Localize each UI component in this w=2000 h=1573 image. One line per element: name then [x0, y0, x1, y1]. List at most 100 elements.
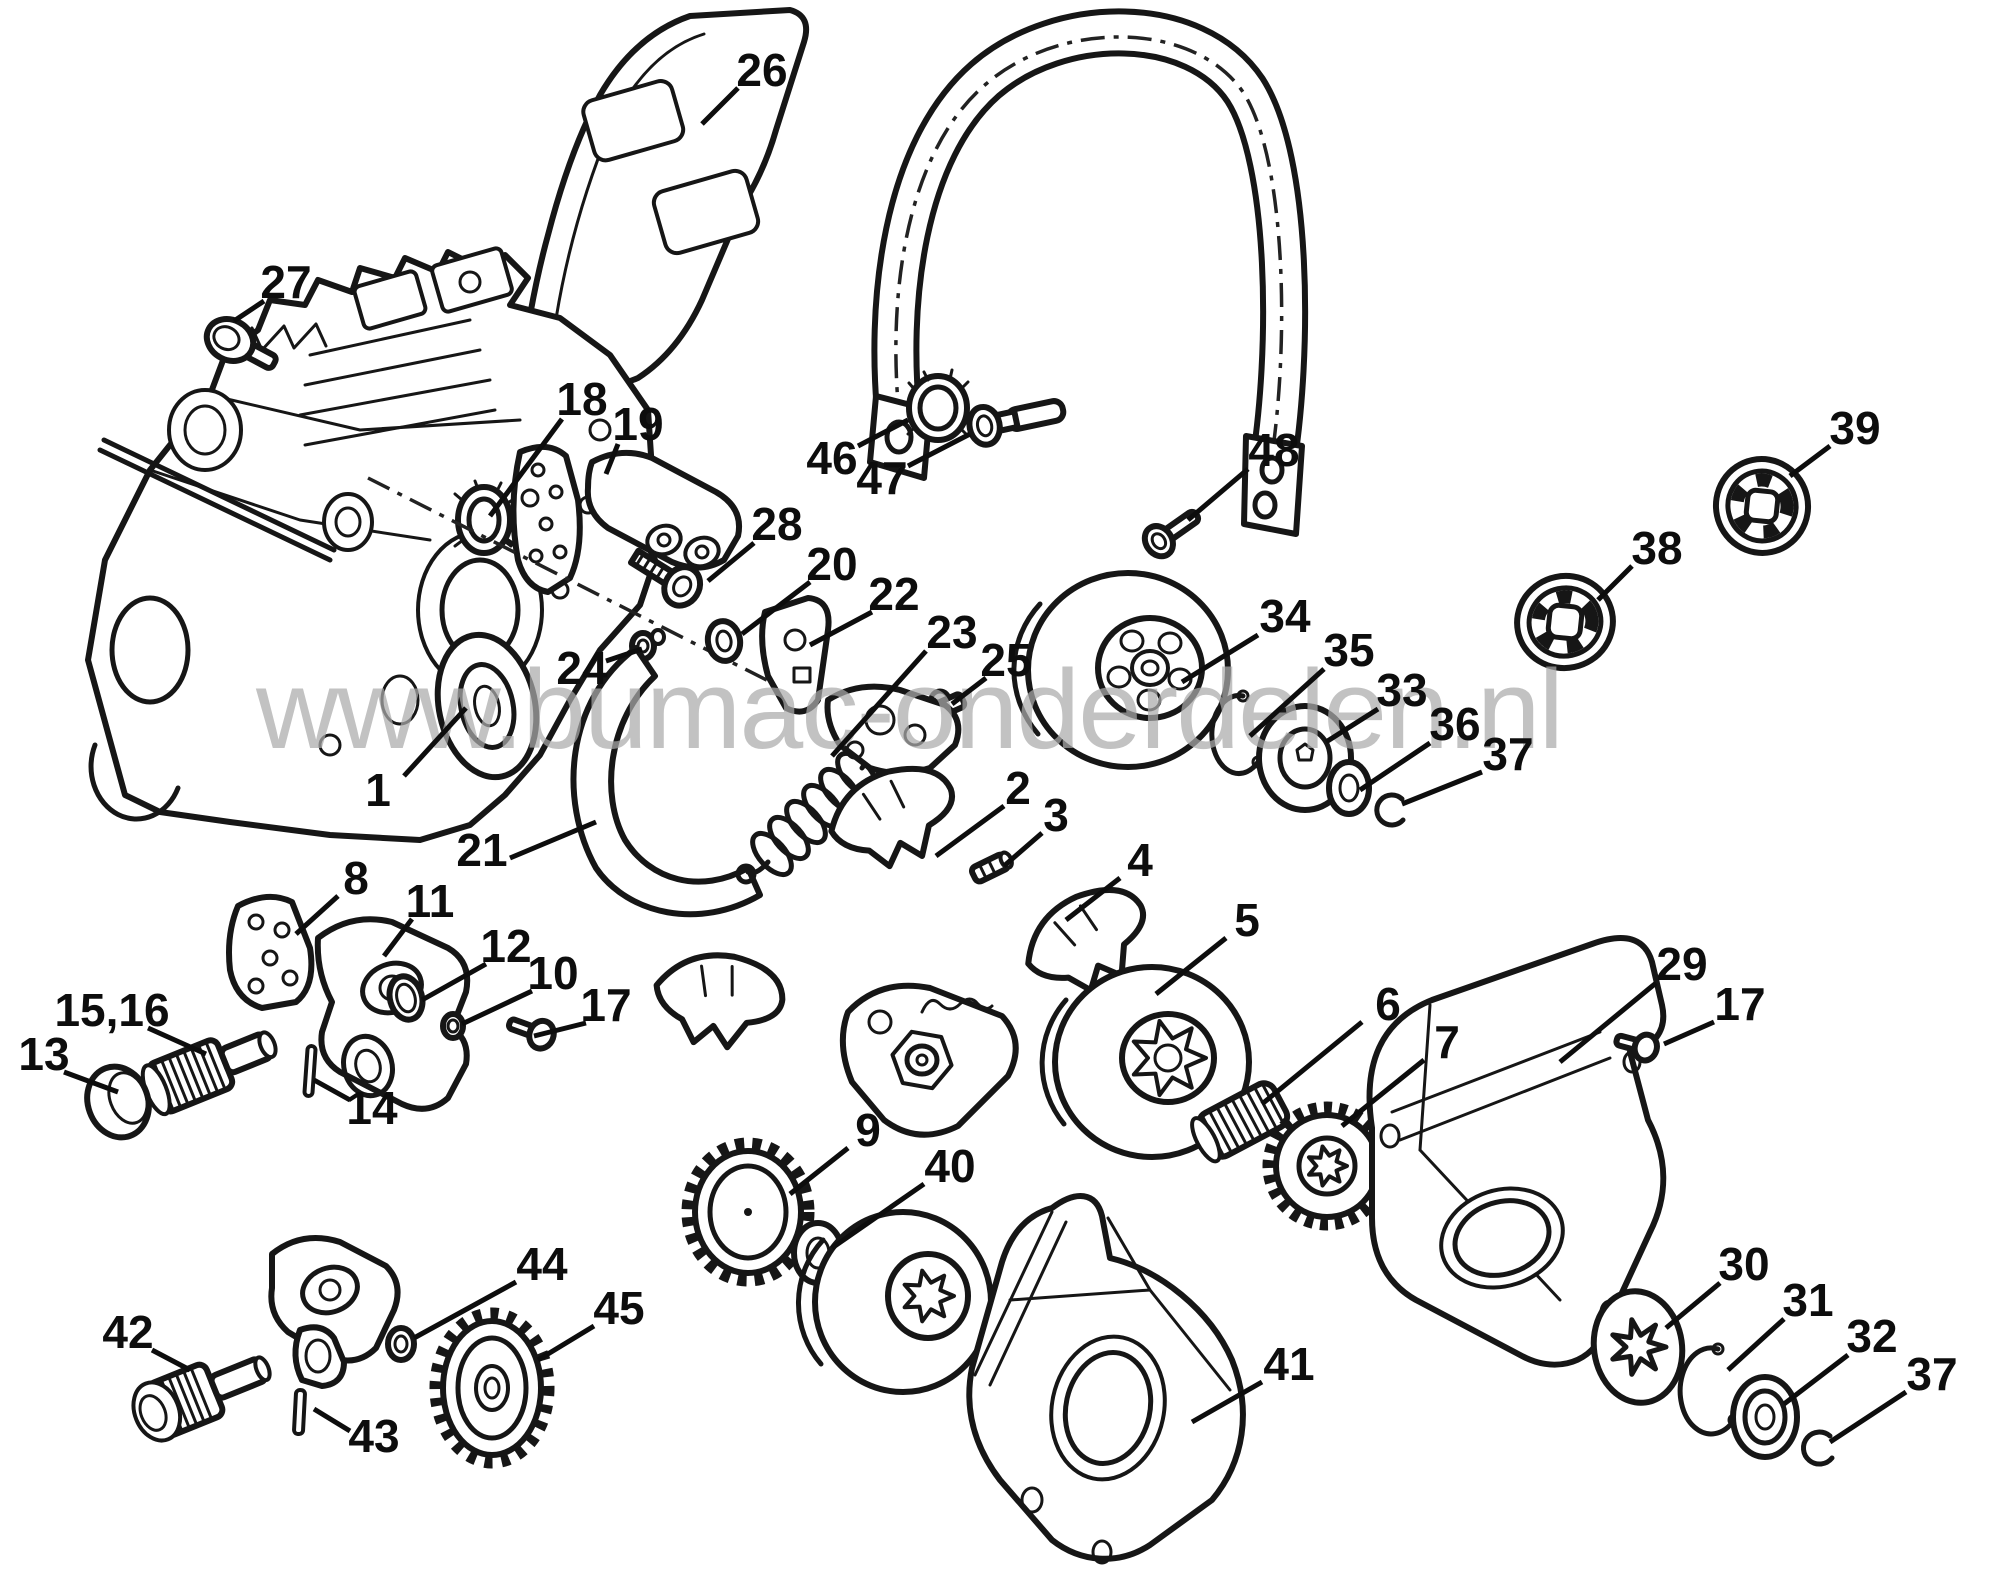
leader-line-23	[830, 649, 928, 758]
part-label-26: 26	[736, 44, 787, 96]
part-label-6: 6	[1375, 978, 1401, 1030]
clutch-shoe-left	[653, 952, 786, 1051]
leader-line-41	[1190, 1379, 1264, 1425]
leader-line-42	[150, 1347, 192, 1373]
bar-plate	[510, 443, 583, 595]
part-label-41: 41	[1263, 1338, 1314, 1390]
part-label-14: 14	[346, 1082, 398, 1134]
part-label-27: 27	[260, 256, 311, 308]
leader-line-8	[294, 894, 340, 936]
part-label-36: 36	[1429, 698, 1480, 750]
part-label-48: 48	[1248, 424, 1299, 476]
leader-line-11	[382, 917, 414, 958]
leader-line-24	[605, 646, 643, 664]
leader-line-3	[1002, 831, 1044, 868]
leader-line-45	[536, 1323, 596, 1363]
leader-line-12	[420, 961, 488, 1003]
part-label-10: 10	[527, 947, 578, 999]
spur-sprocket-9	[681, 1137, 815, 1287]
chain-guard-plate	[515, 7, 810, 528]
leader-line-6	[1260, 1020, 1364, 1106]
rim-drum	[795, 1209, 994, 1395]
leader-line-32	[1782, 1353, 1850, 1406]
leader-line-25	[950, 676, 988, 706]
part-label-19: 19	[612, 398, 663, 450]
ball-bearing-38	[1514, 572, 1616, 672]
leader-line-35	[1248, 667, 1326, 738]
part-label-20: 20	[806, 538, 857, 590]
sprocket-cover-29	[1366, 935, 1667, 1368]
leader-line-17	[1662, 1019, 1716, 1047]
parts-artwork	[84, 7, 1835, 1565]
leader-line-39	[1788, 444, 1832, 478]
part-label-7: 7	[1434, 1016, 1460, 1068]
part-label-12: 12	[480, 920, 531, 972]
part-label-42: 42	[102, 1306, 153, 1358]
leader-line-37	[1828, 1389, 1908, 1445]
part-label-3: 3	[1043, 789, 1069, 841]
brake-band	[570, 645, 763, 918]
part-label-45: 45	[593, 1282, 644, 1334]
front-handlebar	[867, 8, 1309, 537]
leader-line-19	[603, 443, 621, 475]
part-label-37: 37	[1906, 1348, 1957, 1400]
oil-pump-assembly	[84, 893, 557, 1141]
assembly-axis-line	[367, 476, 807, 702]
part-label-43: 43	[348, 1410, 399, 1462]
star-washer	[1590, 1288, 1686, 1406]
leader-line-4	[1064, 876, 1122, 922]
oiler-sprocket-45	[429, 1307, 555, 1469]
clutch-shoe-upper	[828, 765, 955, 870]
chain-tensioner	[759, 595, 832, 715]
part-label-17: 17	[580, 979, 631, 1031]
leader-line-2	[934, 803, 1006, 859]
leader-line-20	[740, 580, 812, 636]
washer-32	[1730, 1374, 1800, 1460]
part-label-38: 38	[1631, 522, 1682, 574]
hex-bolt	[627, 547, 704, 609]
part-label-29: 29	[1656, 938, 1707, 990]
leader-line-36	[1358, 740, 1432, 793]
part-label-18: 18	[556, 373, 607, 425]
leader-line-46	[856, 417, 910, 449]
leader-line-33	[1324, 706, 1380, 745]
leader-line-10	[460, 988, 534, 1027]
part-label-24: 24	[556, 642, 608, 694]
oil-pump-assembly-2	[131, 1235, 555, 1469]
leader-line-22	[808, 609, 874, 648]
part-label-25: 25	[980, 634, 1031, 686]
leader-line-31	[1726, 1317, 1786, 1372]
leader-line-38	[1596, 564, 1634, 602]
clutch-pin	[969, 850, 1014, 885]
part-label-31: 31	[1782, 1274, 1833, 1326]
ball-bearing-39	[1712, 456, 1812, 556]
part-label-2: 2	[1005, 762, 1031, 814]
part-label-8: 8	[343, 852, 369, 904]
leader-line-47	[906, 431, 972, 469]
part-label-5: 5	[1234, 894, 1260, 946]
part-label-34: 34	[1259, 590, 1311, 642]
leader-line-34	[1180, 632, 1260, 685]
part-label-13: 13	[18, 1028, 69, 1080]
part-label-35: 35	[1323, 624, 1374, 676]
part-label-1: 1	[365, 764, 391, 816]
leader-line-37	[1401, 769, 1483, 807]
part-label-22: 22	[868, 568, 919, 620]
clutch-drum-5	[1039, 964, 1252, 1160]
leader-line-44	[412, 1279, 518, 1341]
part-label-21: 21	[456, 824, 507, 876]
clutch-shoe-right	[1025, 887, 1147, 994]
washer-36	[1326, 759, 1372, 817]
leader-line-5	[1154, 936, 1228, 996]
leader-line-29	[1558, 981, 1658, 1064]
clutch-carrier-hub	[839, 982, 1019, 1138]
leader-line-1	[402, 706, 468, 778]
e-clip-lower	[1800, 1429, 1835, 1467]
brake-hub	[824, 683, 962, 776]
part-label-37: 37	[1482, 728, 1533, 780]
ring-nut	[906, 368, 970, 443]
part-label-15,16: 15,16	[54, 984, 169, 1036]
collar-screw	[203, 316, 279, 371]
leader-line-48	[1186, 467, 1250, 522]
